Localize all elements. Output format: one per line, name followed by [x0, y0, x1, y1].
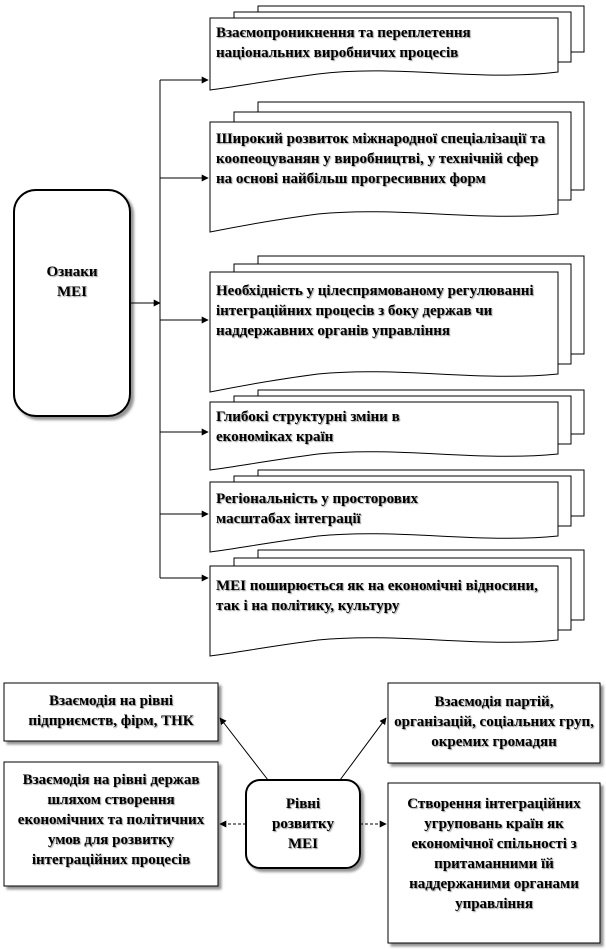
- features-center-label: Ознаки МЕІ: [46, 264, 98, 300]
- feature-doc-3: [209, 255, 585, 393]
- feature-text-1: Взаємопроникнення та переплетення націон…: [216, 25, 471, 61]
- levels-center-label: Рівні розвитку МЕІ: [272, 796, 334, 852]
- level-box-4: [387, 782, 601, 944]
- level-text-3: Взаємодія на рівні держав шляхом створен…: [17, 772, 205, 868]
- feature-text-2: Широкий розвиток міжнародної спеціалізац…: [216, 131, 546, 187]
- feature-text-5: Регіональність у просторових масштабах і…: [216, 491, 419, 527]
- feature-text-6: МЕІ поширюється як на економічні відноси…: [216, 578, 538, 614]
- feature-doc-2: [209, 101, 585, 233]
- feature-text-4: Глибокі структурні зміни в економіках кр…: [216, 409, 400, 445]
- level-arrow-2: [339, 717, 387, 781]
- level-box-2: [387, 682, 601, 764]
- feature-doc-4: [209, 389, 585, 471]
- level-box-3: [3, 761, 219, 887]
- features-center-box: [13, 189, 131, 417]
- feature-text-3: Необхідність у цілеспрямованому регулюва…: [216, 283, 534, 339]
- level-text-1: Взаємодія на рівні підприємств, фірм, ТН…: [28, 693, 194, 729]
- level-box-1: [3, 682, 219, 742]
- level-text-2: Взаємодія партій, організацій, соціальни…: [394, 694, 594, 750]
- level-arrow-1: [219, 717, 269, 781]
- feature-doc-1: [209, 5, 585, 91]
- level-text-4: Створення інтеграційних угруповань країн…: [407, 796, 581, 912]
- feature-doc-6: [209, 549, 585, 657]
- feature-doc-5: [209, 469, 585, 553]
